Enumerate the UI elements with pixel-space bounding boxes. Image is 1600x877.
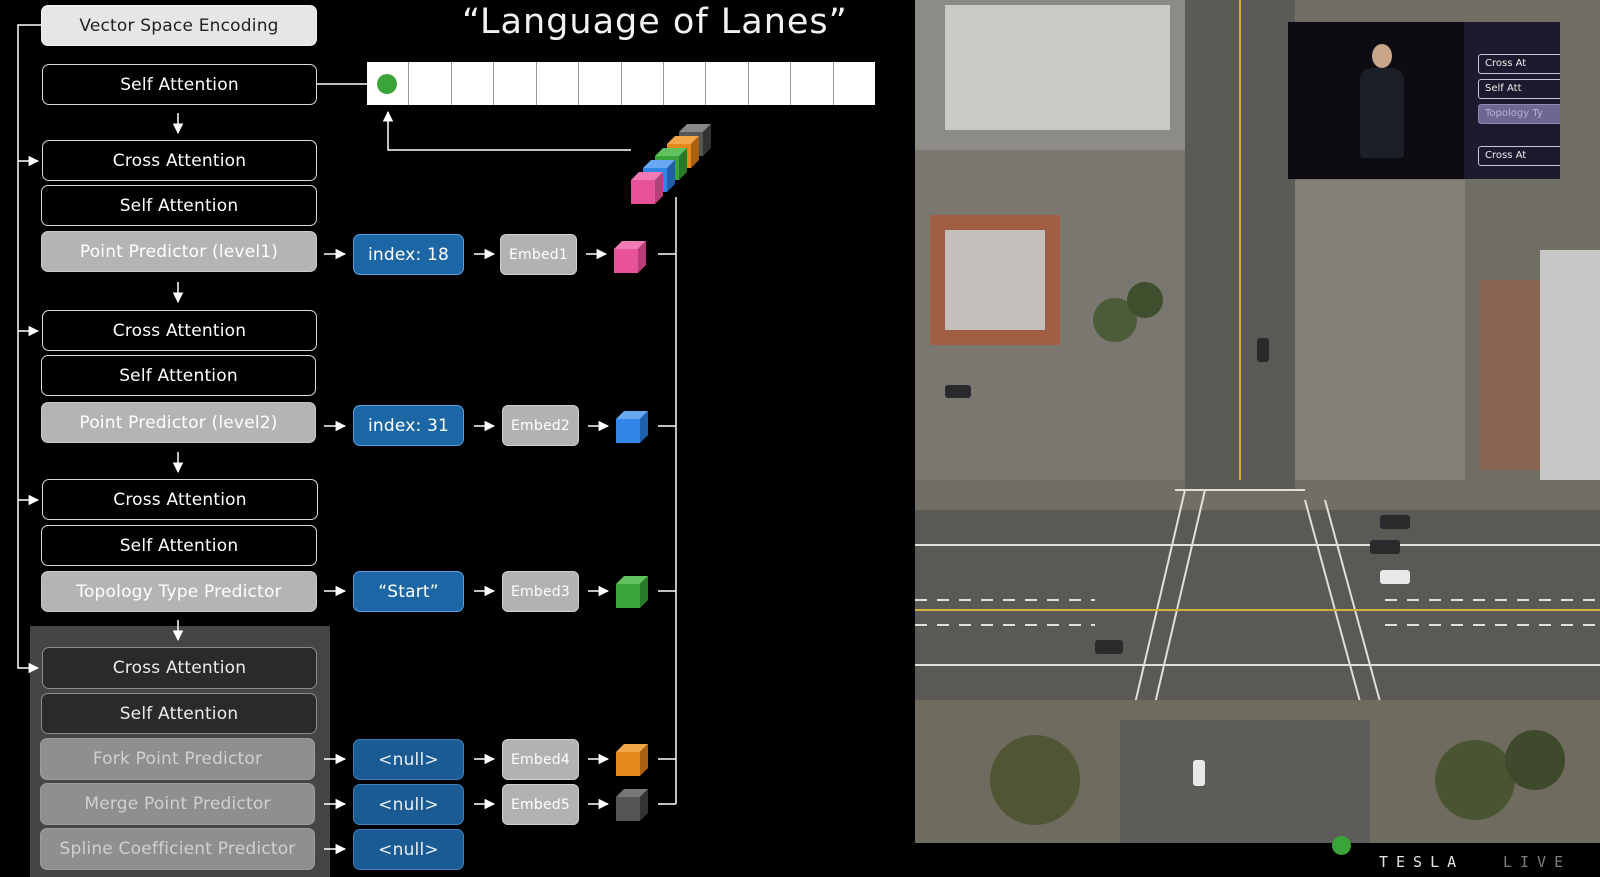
fork-token: <null>: [353, 739, 464, 780]
sequence-cell: [791, 62, 834, 105]
level3-self-attention-box: Self Attention: [41, 525, 317, 566]
slide-title: “Language of Lanes”: [462, 2, 848, 42]
level1-cross-attention-box: Cross Attention: [42, 140, 317, 181]
level2-point-predictor-box: Point Predictor (level2): [41, 402, 316, 443]
merge-point-predictor-box: Merge Point Predictor: [40, 783, 315, 825]
embed1-box: Embed1: [500, 234, 577, 275]
inset-slide-panel: Cross At Self Att Topology Ty Cross At: [1464, 22, 1560, 179]
merge-token: <null>: [353, 784, 464, 825]
level3-topology-predictor-box: Topology Type Predictor: [41, 571, 317, 612]
live-indicator-dot: [1332, 836, 1351, 855]
level2-cross-attention-box: Cross Attention: [42, 310, 317, 351]
speaker-head: [1372, 44, 1392, 68]
sequence-cell: [367, 62, 410, 105]
tesla-logo: TESLA: [1379, 853, 1465, 871]
token-sequence: [367, 62, 876, 105]
sequence-start-dot: [377, 74, 397, 94]
fork-point-predictor-box: Fork Point Predictor: [40, 738, 315, 780]
spline-token: <null>: [353, 829, 464, 870]
sequence-cell: [451, 62, 495, 105]
sequence-cell: [409, 62, 452, 105]
level1-point-predictor-box: Point Predictor (level1): [41, 231, 317, 272]
level4-cross-attention-box: Cross Attention: [42, 647, 317, 689]
inset-label: Self Att: [1478, 79, 1560, 99]
level1-cube: [614, 241, 646, 273]
level3-cube: [616, 576, 648, 608]
level1-token: index: 18: [353, 234, 464, 275]
level3-token: “Start”: [353, 571, 464, 612]
sequence-cell: [621, 62, 664, 105]
level4-self-attention-box: Self Attention: [41, 693, 317, 734]
embed2-box: Embed2: [502, 405, 579, 446]
live-logo: LIVE: [1503, 853, 1572, 871]
sequence-cell: [494, 62, 537, 105]
level3-cross-attention-box: Cross Attention: [42, 479, 318, 520]
level2-self-attention-box: Self Attention: [41, 355, 316, 396]
level2-cube: [616, 411, 648, 443]
sequence-cell: [536, 62, 580, 105]
encoder-self-attention-box: Self Attention: [42, 64, 317, 105]
inset-label: Topology Ty: [1478, 104, 1560, 124]
level2-token: index: 31: [353, 405, 464, 446]
sequence-cell: [833, 62, 876, 105]
speaker-video-inset: Cross At Self Att Topology Ty Cross At: [1288, 22, 1560, 179]
merge-cube: [616, 789, 648, 821]
spline-coefficient-predictor-box: Spline Coefficient Predictor: [40, 828, 315, 870]
sequence-cell: [579, 62, 622, 105]
sequence-cell: [748, 62, 792, 105]
embedding-stack: [631, 124, 711, 204]
embed5-box: Embed5: [502, 784, 579, 825]
inset-label: Cross At: [1478, 146, 1560, 166]
vector-space-encoding-box: Vector Space Encoding: [41, 5, 317, 46]
inset-label: Cross At: [1478, 54, 1560, 74]
fork-cube: [616, 744, 648, 776]
embed3-box: Embed3: [502, 571, 579, 612]
level1-self-attention-box: Self Attention: [41, 185, 317, 226]
aerial-intersection-image: [915, 0, 1600, 843]
embed4-box: Embed4: [502, 739, 579, 780]
speaker-body: [1360, 68, 1404, 158]
sequence-cell: [706, 62, 749, 105]
sequence-cell: [663, 62, 707, 105]
